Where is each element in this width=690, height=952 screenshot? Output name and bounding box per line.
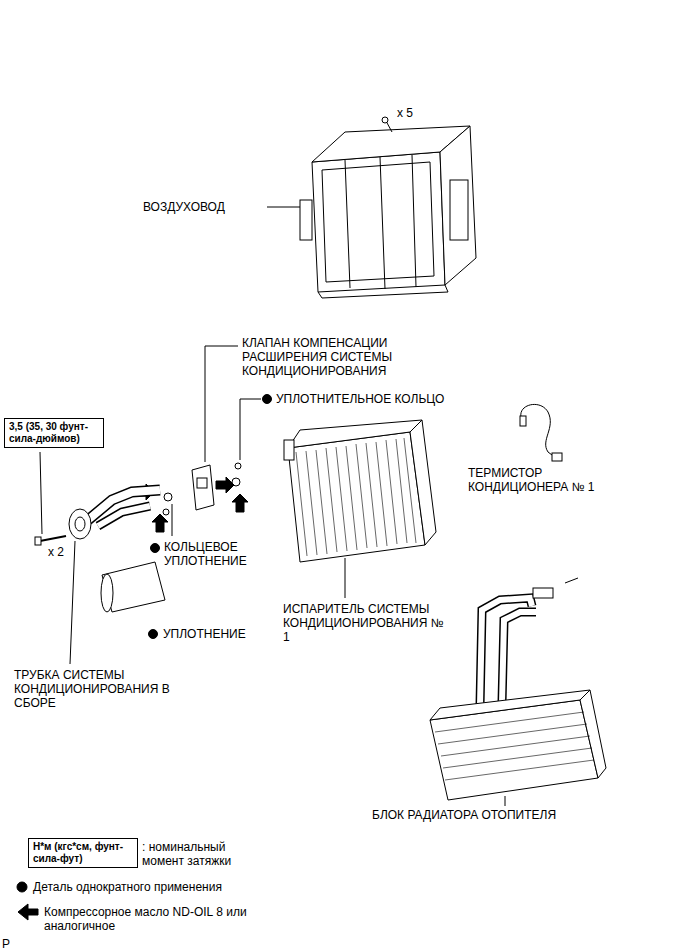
torque-box: 3,5 (35, 30 фунт-сила-дюймов) (4, 418, 104, 448)
legend-torque-sample: Н*м (кгс*см, фунт-сила-фут) (28, 838, 138, 868)
part-label: ТЕРМИСТОР КОНДИЦИОНЕРА № 1 (468, 466, 638, 494)
part-label: КОЛЬЦЕВОЕ УПЛОТНЕНИЕ (164, 540, 274, 568)
single-use-dot (149, 630, 158, 639)
legend-text: Компрессорное масло ND-OIL 8 или аналоги… (44, 905, 284, 933)
heater-core-drawing (430, 578, 606, 800)
sleeve-drawing (101, 562, 165, 612)
leader-line (70, 541, 75, 664)
legend-dot-symbol (17, 882, 27, 892)
legend-text: : номинальный момент затяжки (142, 840, 247, 868)
legend-text: Деталь однократного применения (33, 880, 293, 894)
leader-line (40, 452, 42, 534)
part-label: УПЛОТНИТЕЛЬНОЕ КОЛЬЦО (276, 392, 476, 406)
o-ring-symbol (163, 463, 241, 515)
legend-arrow-symbol (18, 904, 38, 920)
duct-drawing (300, 126, 476, 298)
leader-line (505, 796, 506, 806)
leader-line (172, 504, 173, 536)
part-label: КЛАПАН КОМПЕНСАЦИИ РАСШИРЕНИЯ СИСТЕМЫ КО… (242, 336, 422, 378)
part-label: ТРУБКА СИСТЕМЫ КОНДИЦИОНИРОВАНИЯ В СБОРЕ (14, 668, 179, 710)
single-use-dot (263, 395, 272, 404)
screw-symbol (382, 117, 392, 132)
thermistor-drawing (520, 404, 562, 461)
part-label: УПЛОТНЕНИЕ (163, 627, 273, 641)
part-label: ВОЗДУХОВОД (143, 200, 265, 214)
expansion-valve-drawing (192, 465, 214, 510)
pipe-assembly-drawing (69, 490, 160, 539)
leader-line (240, 399, 261, 460)
part-label: P (2, 937, 22, 951)
part-label: ИСПАРИТЕЛЬ СИСТЕМЫ КОНДИЦИОНИРОВАНИЯ № 1 (283, 602, 448, 644)
bolt-symbol (35, 536, 66, 545)
single-use-dot (151, 544, 160, 553)
leader-line (345, 558, 346, 598)
leader-line (267, 207, 300, 208)
leader-line (205, 346, 238, 462)
torque-value: 3,5 (35, 30 фунт-сила-дюймов) (9, 421, 99, 445)
part-label: БЛОК РАДИАТОРА ОТОПИТЕЛЯ (372, 808, 602, 822)
part-label: x 2 (48, 545, 78, 559)
part-label: x 5 (397, 106, 437, 120)
evaporator-drawing (284, 420, 436, 562)
torque-value: Н*м (кгс*см, фунт-сила-фут) (33, 841, 133, 865)
